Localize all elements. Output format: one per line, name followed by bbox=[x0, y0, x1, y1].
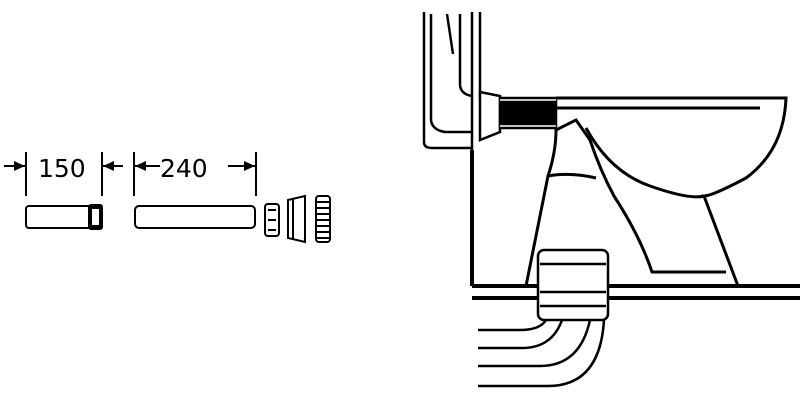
long-pipe bbox=[134, 205, 256, 229]
cistern-frame bbox=[422, 12, 482, 150]
fitting-ring bbox=[264, 203, 280, 237]
short-pipe bbox=[25, 204, 103, 230]
fitting-seal bbox=[315, 195, 331, 243]
drain-connector bbox=[536, 248, 610, 322]
connector-flange bbox=[478, 90, 558, 142]
dimension-150-label: 150 bbox=[38, 154, 86, 183]
drain-elbow-pipe bbox=[478, 319, 606, 388]
fitting-reducer bbox=[287, 194, 306, 244]
dimension-150-group bbox=[4, 152, 123, 196]
floor bbox=[472, 284, 800, 300]
toilet-bowl bbox=[524, 96, 788, 287]
dimension-240-group bbox=[133, 152, 257, 196]
dimension-240-label: 240 bbox=[160, 154, 208, 183]
